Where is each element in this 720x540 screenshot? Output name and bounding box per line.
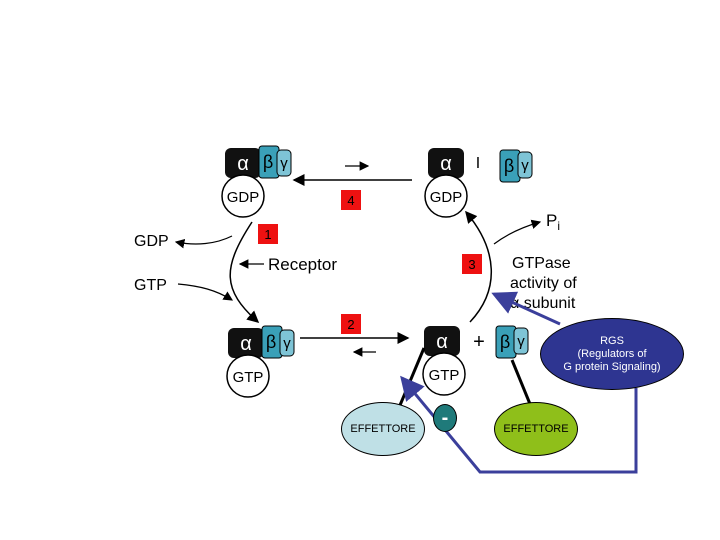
gtp-label: GTP (429, 367, 460, 384)
arrow-gdp-out (174, 235, 233, 249)
gamma-block (279, 329, 295, 357)
gtpase-label-line3: α subunit (510, 295, 576, 312)
gtpase-label-line1: GTPase (512, 255, 571, 272)
gdp-label: GDP (227, 189, 260, 206)
gdp-out-label: GDP (134, 233, 169, 250)
svg-text:4: 4 (347, 193, 354, 208)
complex-top-left: α β γ GDP (221, 145, 292, 218)
step-3-box: 3 (462, 254, 482, 274)
arrow-pi-out (493, 219, 542, 245)
svg-text:2: 2 (347, 317, 354, 332)
pi-label: Pi (546, 211, 560, 233)
gamma-block (513, 327, 529, 355)
rgs-ellipse: RGS (Regulators of G protein Signaling) (540, 318, 684, 390)
svg-text:1: 1 (264, 227, 271, 242)
gtpase-label-line2: activity of (510, 275, 577, 292)
alpha-label: α (240, 333, 252, 355)
step-1-box: 1 (258, 224, 278, 244)
gamma-label: γ (517, 333, 525, 350)
gtp-circle (422, 352, 466, 396)
rgs-line2: (Regulators of (577, 347, 647, 360)
inhibition-minus-sign: - (433, 404, 457, 432)
link-betagamma-effector (510, 359, 532, 405)
gdp-label: GDP (430, 189, 463, 206)
effector-right: EFFETTORE (494, 402, 578, 456)
receptor-label: Receptor (268, 255, 337, 274)
gtp-in-label: GTP (134, 277, 167, 294)
gamma-label: γ (521, 157, 529, 174)
rgs-arrow (491, 291, 561, 326)
complex-bottom-right: α GTP + β γ (422, 325, 529, 396)
complex-bottom-left: α β γ GTP (226, 325, 295, 398)
gtp-circle (226, 354, 270, 398)
alpha-label: α (237, 153, 249, 175)
beta-label: β (263, 152, 273, 172)
arrow-left-curve (229, 221, 260, 323)
alpha-block (228, 328, 264, 358)
arrow-right-curve (465, 210, 492, 323)
svg-text:3: 3 (468, 257, 475, 272)
alpha-block (424, 326, 460, 356)
rgs-line1: RGS (600, 334, 624, 347)
beta-label: β (266, 332, 276, 352)
gdp-circle (221, 174, 265, 218)
effector-left: EFFETTORE (341, 402, 425, 456)
beta-label: β (500, 332, 510, 352)
alpha-block (428, 148, 464, 178)
beta-label: β (504, 156, 514, 176)
gamma-label: γ (283, 335, 291, 352)
rgs-line3: G protein Signaling) (563, 360, 661, 373)
plus-sign: + (473, 331, 485, 353)
step-2-box: 2 (341, 314, 361, 334)
separator-bar: I (476, 155, 480, 172)
gtp-label: GTP (233, 369, 264, 386)
complex-top-right: α GDP I β γ (424, 148, 533, 218)
gamma-block (276, 149, 292, 177)
gamma-block (517, 151, 533, 179)
alpha-label: α (436, 331, 448, 353)
gdp-circle (424, 174, 468, 218)
alpha-block (225, 148, 261, 178)
arrow-gtp-in (177, 283, 234, 301)
alpha-label: α (440, 153, 452, 175)
step-4-box: 4 (341, 190, 361, 210)
gamma-label: γ (280, 155, 288, 172)
